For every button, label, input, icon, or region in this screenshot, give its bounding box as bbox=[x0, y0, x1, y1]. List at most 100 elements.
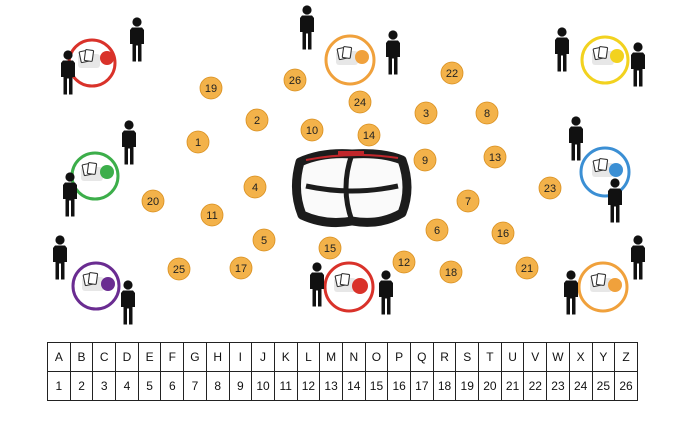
cipher-letter-cell: L bbox=[296, 342, 321, 372]
cone-15: 15 bbox=[318, 236, 342, 260]
cipher-letter-cell: I bbox=[228, 342, 253, 372]
cipher-number-cell: 23 bbox=[546, 371, 570, 401]
station-yellow-top-right bbox=[555, 27, 645, 87]
svg-text:15: 15 bbox=[324, 243, 336, 255]
cipher-number-cell: 20 bbox=[478, 371, 502, 401]
person-icon bbox=[310, 262, 324, 307]
person-icon bbox=[631, 235, 645, 280]
cone-5: 5 bbox=[252, 228, 276, 252]
svg-text:20: 20 bbox=[147, 196, 159, 208]
playing-cards-icon bbox=[77, 48, 101, 69]
cipher-letter-cell: Y bbox=[591, 342, 616, 372]
cipher-number-cell: 13 bbox=[319, 371, 343, 401]
cipher-letter-cell: T bbox=[478, 342, 502, 372]
cipher-letter-cell: E bbox=[137, 342, 162, 372]
cone-1: 1 bbox=[186, 130, 210, 154]
playing-cards-icon bbox=[80, 161, 104, 182]
svg-text:18: 18 bbox=[445, 267, 457, 279]
cone-3: 3 bbox=[414, 101, 438, 125]
svg-text:2: 2 bbox=[254, 115, 260, 127]
person-icon bbox=[569, 116, 583, 161]
cone-6: 6 bbox=[425, 218, 449, 242]
station-green-left bbox=[63, 120, 136, 217]
cone-19: 19 bbox=[199, 76, 223, 100]
svg-text:16: 16 bbox=[497, 228, 509, 240]
station-orange-bottom-right bbox=[564, 235, 645, 315]
cipher-letter-cell: S bbox=[455, 342, 480, 372]
person-icon bbox=[121, 280, 135, 325]
cipher-number-cell: 10 bbox=[251, 371, 275, 401]
cone-22: 22 bbox=[440, 61, 464, 85]
person-icon bbox=[122, 120, 136, 165]
cone-16: 16 bbox=[491, 221, 515, 245]
cipher-number-cell: 3 bbox=[92, 371, 117, 401]
person-icon bbox=[386, 30, 400, 75]
svg-text:12: 12 bbox=[398, 257, 410, 269]
station-blue-right bbox=[569, 116, 631, 223]
ball-icon bbox=[610, 49, 624, 63]
pop-up-goal-icon bbox=[292, 149, 412, 227]
svg-text:21: 21 bbox=[521, 263, 533, 275]
cipher-number-cell: 16 bbox=[387, 371, 411, 401]
person-icon bbox=[300, 5, 314, 50]
person-icon bbox=[564, 270, 578, 315]
cipher-number-cell: 22 bbox=[523, 371, 548, 401]
cone-4: 4 bbox=[243, 175, 267, 199]
cipher-letter-cell: X bbox=[568, 342, 593, 372]
cone-25: 25 bbox=[167, 257, 191, 281]
cipher-letter-cell: F bbox=[160, 342, 185, 372]
cipher-letter-cell: N bbox=[341, 342, 366, 372]
station-orange-top bbox=[300, 5, 400, 86]
cipher-number-cell: 21 bbox=[500, 371, 525, 401]
svg-text:6: 6 bbox=[434, 225, 440, 237]
cipher-number-cell: 26 bbox=[614, 371, 638, 401]
cipher-letter-cell: B bbox=[69, 342, 94, 372]
svg-text:4: 4 bbox=[252, 182, 258, 194]
cone-18: 18 bbox=[439, 260, 463, 284]
cone-9: 9 bbox=[413, 148, 437, 172]
cipher-number-cell: 19 bbox=[455, 371, 480, 401]
cone-8: 8 bbox=[475, 101, 499, 125]
cipher-number-cell: 12 bbox=[296, 371, 321, 401]
svg-text:7: 7 bbox=[465, 196, 471, 208]
cone-11: 11 bbox=[200, 203, 224, 227]
playing-cards-icon bbox=[81, 271, 105, 292]
person-icon bbox=[63, 172, 77, 217]
cipher-letter-cell: O bbox=[364, 342, 389, 372]
cone-23: 23 bbox=[538, 176, 562, 200]
ball-icon bbox=[608, 278, 622, 292]
ball-icon bbox=[100, 51, 114, 65]
cipher-letter-cell: H bbox=[205, 342, 230, 372]
person-icon bbox=[61, 50, 75, 95]
cipher-letter-cell: D bbox=[115, 342, 139, 372]
person-icon bbox=[53, 235, 67, 280]
ball-icon bbox=[352, 278, 368, 294]
svg-text:22: 22 bbox=[446, 68, 458, 80]
cone-10: 10 bbox=[300, 118, 324, 142]
cipher-number-cell: 17 bbox=[410, 371, 434, 401]
svg-text:1: 1 bbox=[195, 137, 201, 149]
numbered-cones: 1 2 3 4 5 6 7 8 9 10 11 12 13 14 15 16 1… bbox=[141, 61, 562, 284]
cone-12: 12 bbox=[392, 250, 416, 274]
cipher-letter-cell: A bbox=[47, 342, 71, 372]
cipher-letter-cell: G bbox=[183, 342, 207, 372]
station-red-top-left bbox=[61, 17, 144, 95]
ball-icon bbox=[100, 165, 114, 179]
cipher-number-cell: 9 bbox=[228, 371, 253, 401]
playing-cards-icon bbox=[335, 45, 359, 66]
cipher-number-cell: 11 bbox=[273, 371, 298, 401]
cipher-number-cell: 6 bbox=[160, 371, 185, 401]
svg-text:3: 3 bbox=[423, 108, 429, 120]
cipher-number-cell: 14 bbox=[341, 371, 366, 401]
svg-text:14: 14 bbox=[363, 130, 375, 142]
svg-text:5: 5 bbox=[261, 235, 267, 247]
svg-text:23: 23 bbox=[544, 183, 556, 195]
cipher-number-cell: 24 bbox=[568, 371, 593, 401]
cone-20: 20 bbox=[141, 189, 165, 213]
cipher-letter-cell: C bbox=[92, 342, 117, 372]
cone-14: 14 bbox=[357, 123, 381, 147]
cipher-number-cell: 8 bbox=[205, 371, 230, 401]
cone-26: 26 bbox=[283, 68, 307, 92]
